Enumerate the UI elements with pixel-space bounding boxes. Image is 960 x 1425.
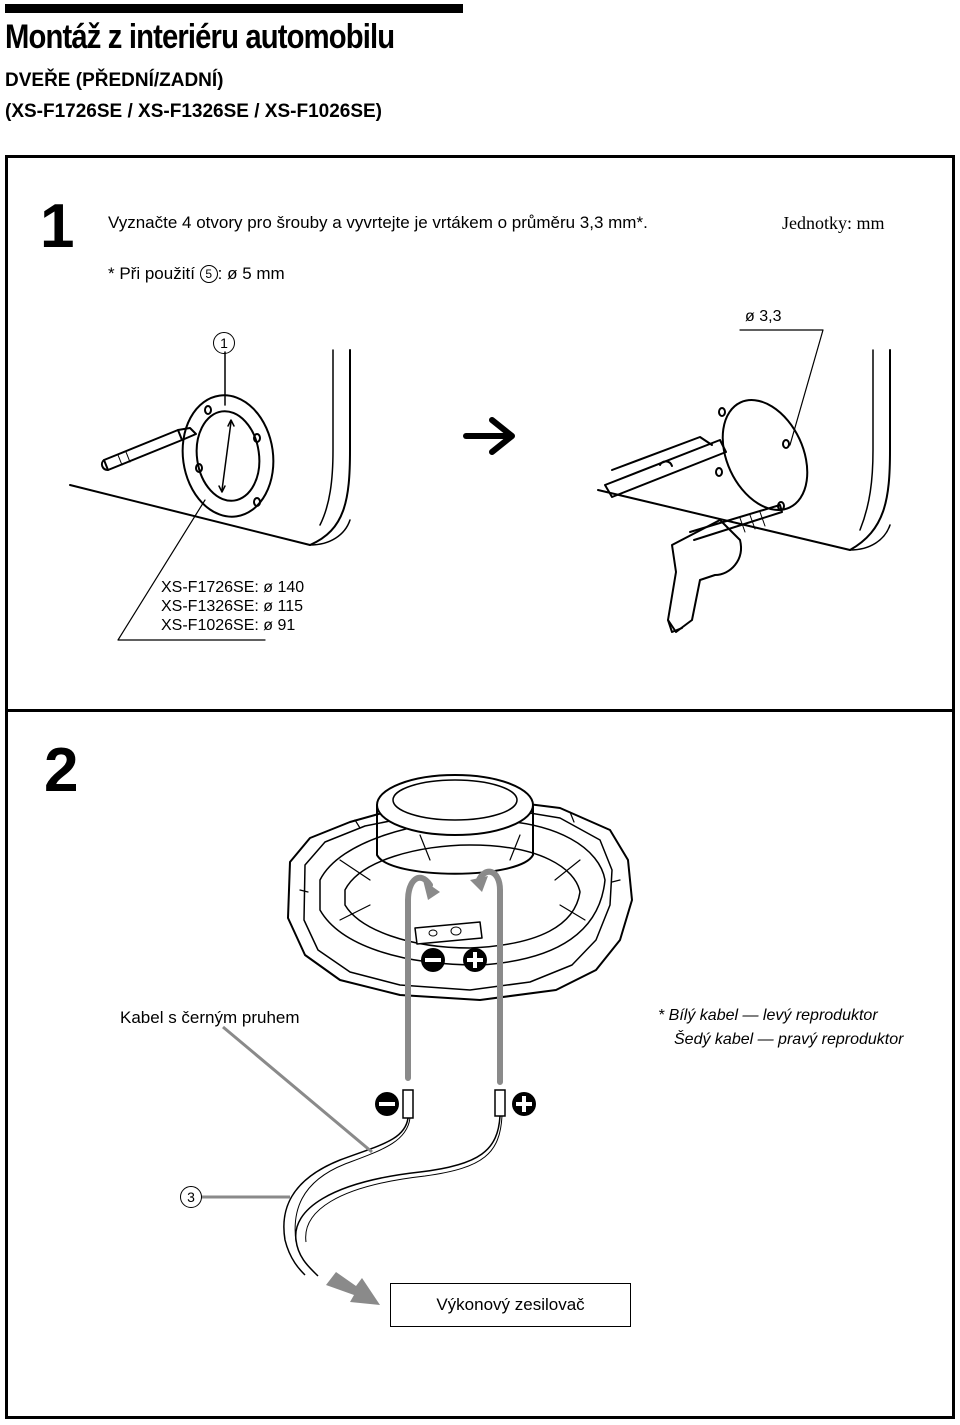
- section-subtitle: DVEŘE (PŘEDNÍ/ZADNÍ): [5, 70, 224, 91]
- drill-diameter-label: ø 3,3: [745, 308, 782, 325]
- step-1-instruction: Vyznačte 4 otvory pro šrouby a vyvrtejte…: [108, 213, 648, 232]
- step-divider: [5, 709, 955, 712]
- negative-terminal-icon: [421, 948, 445, 972]
- template-disc: [715, 399, 809, 511]
- utility-knife: [604, 436, 727, 498]
- cable-note-right: Šedý kabel — pravý reproduktor: [674, 1031, 904, 1048]
- model-diameter-item: XS-F1326SE: ø 115: [161, 598, 303, 615]
- model-diameter-list: XS-F1726SE: ø 140 XS-F1326SE: ø 115 XS-F…: [161, 578, 304, 635]
- positive-terminal-icon: [463, 948, 487, 972]
- speaker-illustration: [287, 774, 633, 1001]
- arrow-right-icon: [463, 417, 515, 455]
- positive-cable-icon: [512, 1092, 536, 1116]
- cable-stripe-label: Kabel s černým pruhem: [120, 1008, 300, 1027]
- door-panel-right: [597, 349, 891, 551]
- units-label: Jednotky: mm: [782, 213, 885, 233]
- door-panel-left: [69, 349, 351, 546]
- instruction-frame: [5, 155, 955, 1419]
- positive-cable-lead: [475, 868, 503, 1085]
- part-1-callout: 1: [213, 332, 235, 354]
- power-drill: [667, 504, 783, 633]
- positive-connector: [494, 1089, 506, 1117]
- speaker-cable: [283, 1117, 409, 1276]
- model-diameter-item: XS-F1726SE: ø 140: [161, 579, 305, 596]
- model-diameter-item: XS-F1026SE: ø 91: [161, 617, 296, 634]
- negative-connector: [402, 1089, 414, 1119]
- marking-pencil: [100, 427, 197, 471]
- drill-footnote: * Při použití 5: ø 5 mm: [108, 264, 285, 283]
- amplifier-box: Výkonový zesilovač: [390, 1283, 631, 1327]
- negative-cable-icon: [375, 1092, 399, 1116]
- cable-label-leader: [222, 1025, 373, 1154]
- template-ring: [181, 351, 275, 518]
- part-5-reference: 5: [199, 265, 218, 283]
- cable-note-left: * Bílý kabel — levý reproduktor: [658, 1007, 878, 1024]
- page-title: Montáž z interiéru automobilu: [5, 18, 395, 56]
- step-2-number: 2: [44, 736, 79, 805]
- model-list-subtitle: (XS-F1726SE / XS-F1326SE / XS-F1026SE): [5, 101, 383, 122]
- part-3-callout: 3: [180, 1186, 202, 1208]
- step-1-number: 1: [40, 192, 75, 261]
- negative-cable-lead: [405, 874, 433, 1081]
- arrow-to-amplifier-icon: [326, 1272, 380, 1305]
- header-bar: [5, 4, 463, 13]
